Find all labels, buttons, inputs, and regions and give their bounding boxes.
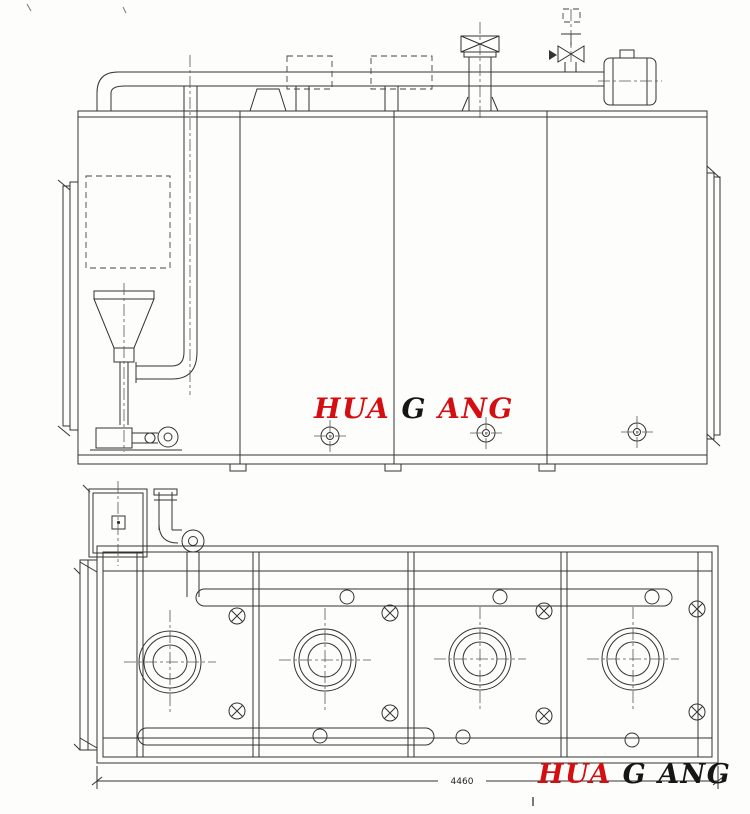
burner-port-3 [434, 607, 526, 711]
control-box [82, 481, 148, 566]
safety-valve [549, 8, 585, 72]
bolt-x [688, 703, 706, 721]
left-bracket [57, 179, 79, 437]
motor-cylinder [598, 49, 662, 106]
logo-top-seg-2: G [402, 392, 427, 425]
left-end-plate [73, 559, 98, 751]
gauge-dashed [562, 8, 581, 23]
inspection-door-dashed [85, 175, 171, 269]
bolt-x [381, 704, 399, 722]
upper-manifold-pipe [195, 588, 673, 607]
huagang-logo-bottom: HUA G ANG [537, 759, 731, 790]
plan-view: 4460 HUA G ANG [73, 481, 731, 806]
side-elevation-view: HUA G ANG [57, 8, 721, 472]
burner-port-4 [587, 607, 679, 711]
logo-top-seg-3: ANG [435, 392, 514, 425]
bolt-x [228, 702, 246, 720]
drain-port-1 [314, 420, 346, 452]
main-body [77, 110, 708, 472]
feed-down-pipe [135, 55, 198, 395]
logo-bottom-seg-3: ANG [655, 759, 731, 790]
burner-ports [124, 607, 679, 714]
access-hood [249, 88, 287, 112]
bolt-x [228, 607, 246, 625]
burner-port-2 [279, 608, 371, 712]
bolt-x [381, 604, 399, 622]
logo-top-seg-1: HUA [313, 392, 390, 425]
inlet-pipe-assembly [153, 488, 205, 597]
logo-bottom-seg-1: HUA [537, 759, 612, 790]
feed-pump [90, 426, 182, 451]
bolt-x [535, 602, 553, 620]
logo-bottom-seg-2: G [623, 759, 648, 790]
scan-marks [26, 3, 127, 14]
hopper [93, 283, 155, 452]
drain-ports [314, 416, 653, 452]
lower-manifold-pipe [137, 727, 435, 746]
dimension-overall-length: 4460 [91, 766, 724, 789]
flange-bolts [228, 589, 706, 748]
chimney [460, 22, 500, 120]
drain-port-3 [621, 416, 653, 448]
manifold-pipes [137, 588, 673, 746]
bolt-x [688, 600, 706, 618]
header-pipe [96, 55, 604, 112]
right-bracket [706, 165, 721, 447]
valve-wedge [549, 50, 557, 60]
plan-shell [96, 545, 719, 764]
drain-port-2 [470, 417, 502, 449]
dimension-value: 4460 [451, 777, 474, 787]
huagang-logo-top: HUA G ANG [313, 392, 514, 425]
burner-port-1 [124, 610, 216, 714]
bolt-x [535, 707, 553, 725]
